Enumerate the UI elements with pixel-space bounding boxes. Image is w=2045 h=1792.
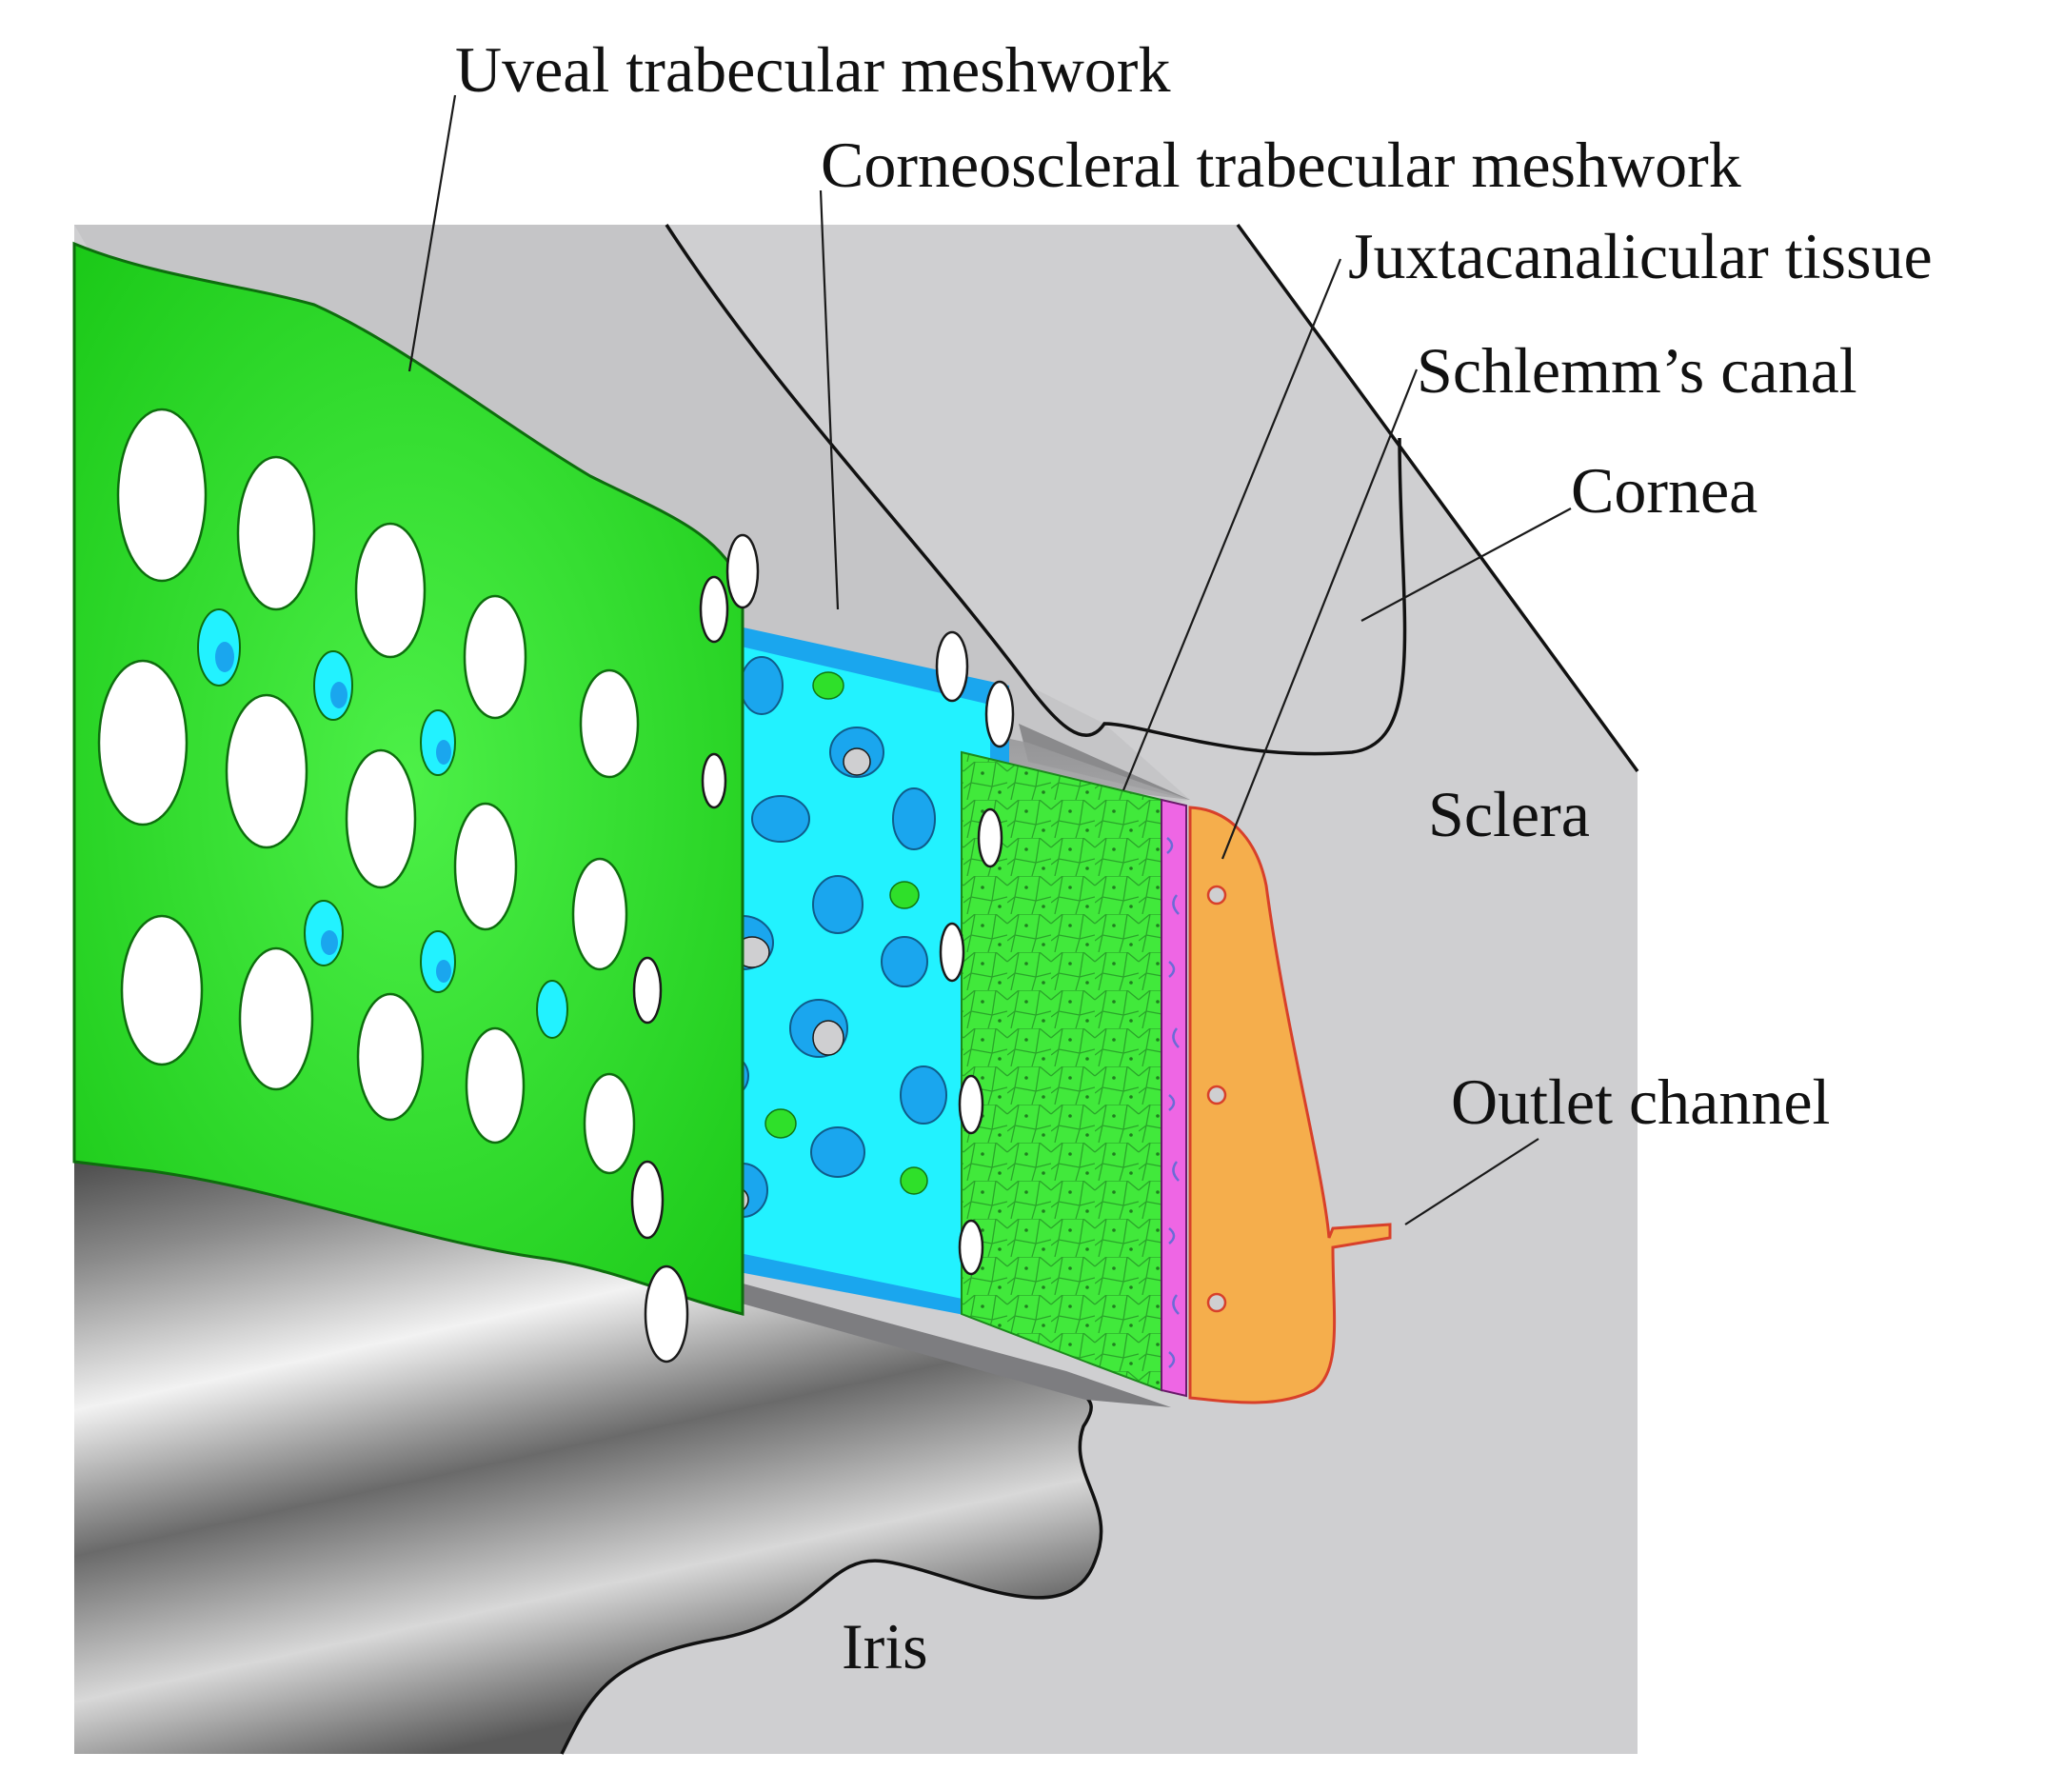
- leader-juxtacanalicular: [1122, 258, 1342, 791]
- leader-schlemm: [1221, 368, 1419, 860]
- leader-cornea: [1360, 508, 1572, 622]
- corneoscleral-boundary-line: [1236, 223, 1639, 773]
- leader-corneoscleral: [819, 189, 840, 610]
- juxtacanalicular-tissue: [961, 750, 1162, 1392]
- label-iris: Iris: [842, 1610, 928, 1682]
- label-juxtacanalicular-tissue: Juxtacanalicular tissue: [1348, 220, 1933, 292]
- scleral-spur-shade: [1019, 724, 1190, 800]
- meshwork-edge-beads: [630, 533, 1015, 1364]
- corneal-endothelium-line: [665, 224, 1407, 756]
- uveal-meshwork: [72, 241, 745, 1316]
- label-schlemms-canal: Schlemm’s canal: [1417, 334, 1857, 407]
- inner-wall-cell-marks: [1166, 837, 1180, 1368]
- iris-root-recess: [609, 1247, 1171, 1407]
- iris: [74, 1105, 1102, 1754]
- label-cornea: Cornea: [1571, 454, 1757, 527]
- label-outlet-channel: Outlet channel: [1451, 1065, 1830, 1138]
- leader-lines: [407, 94, 1572, 1225]
- inner-wall-endothelium: [1161, 798, 1187, 1398]
- collector-channel-openings: [1206, 885, 1227, 1313]
- label-sclera: Sclera: [1428, 778, 1590, 850]
- leader-uveal: [407, 94, 457, 372]
- schlemms-canal: [1188, 806, 1392, 1404]
- label-uveal-trabecular-meshwork: Uveal trabecular meshwork: [455, 33, 1170, 106]
- label-corneoscleral-trabecular-meshwork: Corneoscleral trabecular meshwork: [821, 129, 1741, 201]
- iris-outline: [560, 1264, 1103, 1755]
- leader-outlet: [1404, 1138, 1539, 1225]
